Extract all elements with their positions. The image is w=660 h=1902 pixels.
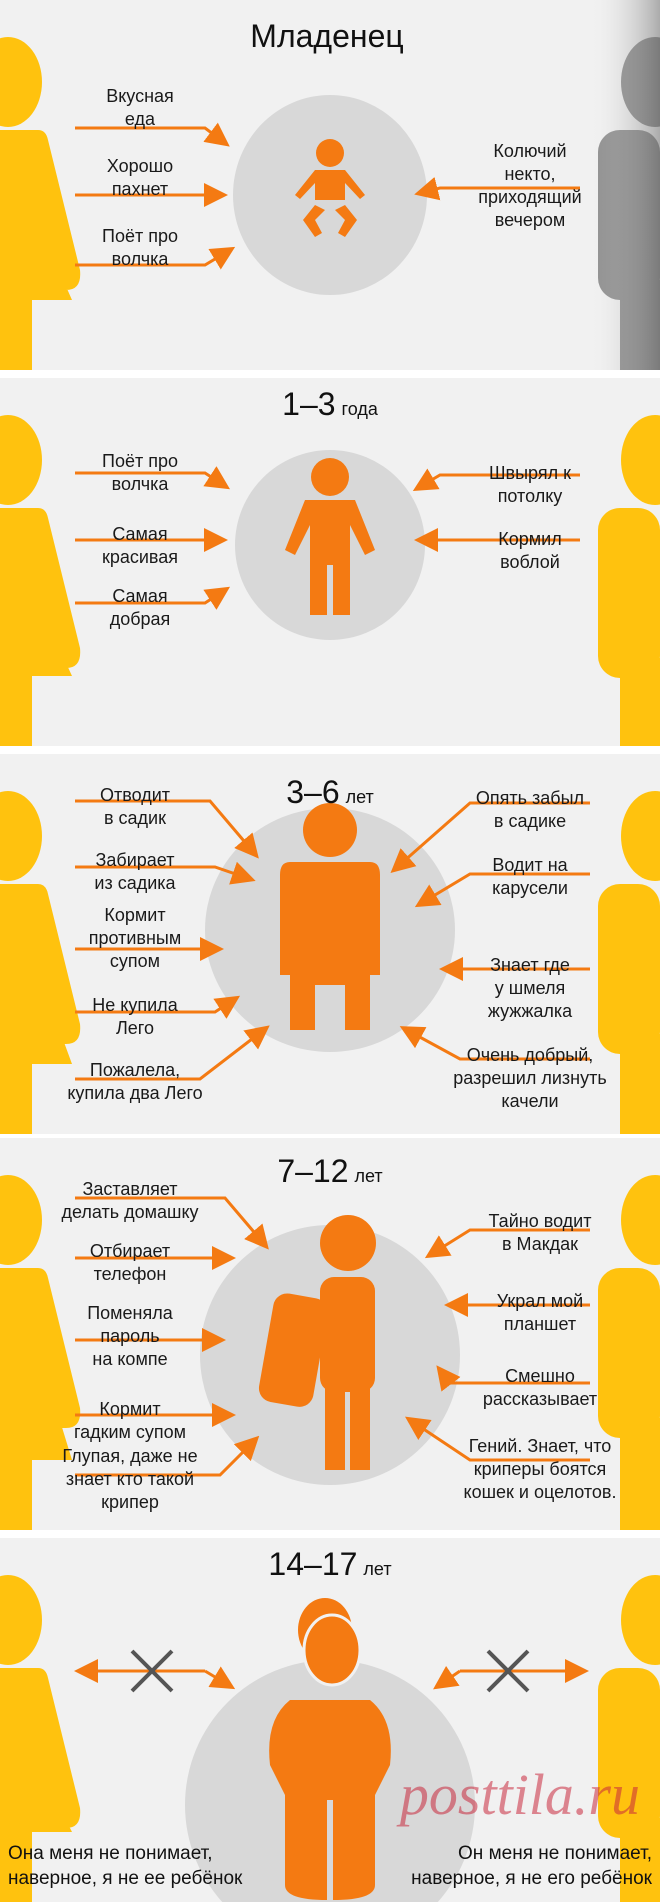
mother-figure <box>0 415 81 746</box>
mother-label: Кормит противным супом <box>88 905 182 971</box>
arrow <box>436 1365 590 1392</box>
mother-figure <box>0 1175 81 1530</box>
panel-graphics <box>0 791 660 1134</box>
shadow-overlay <box>590 0 660 370</box>
father-label: Водит на карусели <box>492 855 568 898</box>
title-main: 3–6 <box>286 774 340 810</box>
arrow <box>412 468 580 492</box>
mother-label: Самая красивая <box>101 524 179 567</box>
child-icon <box>280 803 380 1030</box>
title-suffix: года <box>341 399 378 419</box>
father-label: Знает где у шмеля жужжалка <box>487 955 573 1021</box>
father-figure <box>598 1175 660 1530</box>
arrow <box>414 872 590 908</box>
mother-figure <box>0 1575 81 1902</box>
mother-label: Пожалела, купила два Лего <box>67 1060 203 1103</box>
arrow <box>75 122 230 147</box>
father-label: Кормил воблой <box>498 529 562 572</box>
baby-icon <box>295 139 365 237</box>
arrow <box>75 861 256 885</box>
teenager-icon <box>269 1598 391 1900</box>
mother-label: Хорошо пахнет <box>106 156 174 199</box>
mother-label: Глупая, даже не знает кто такой крипер <box>62 1446 198 1512</box>
cross-icon <box>130 1649 174 1693</box>
title-main: 14–17 <box>268 1546 358 1582</box>
father-figure <box>598 1575 660 1902</box>
cross-icon <box>486 1649 530 1693</box>
panel-graphics <box>0 0 660 370</box>
title-main: Младенец <box>250 18 404 54</box>
arrow <box>204 1666 236 1690</box>
panel-graphics <box>0 1175 660 1530</box>
father-label: Очень добрый, разрешил лизнуть качели <box>453 1045 607 1111</box>
mother-label: Поёт про волчка <box>102 451 178 494</box>
schoolchild-with-backpack-icon <box>258 1215 376 1470</box>
mother-label: Не купила Лего <box>92 995 178 1038</box>
watermark: posttila.ru <box>399 1762 640 1827</box>
arrow <box>75 246 236 270</box>
arrow <box>433 1665 461 1690</box>
arrow <box>399 1026 590 1061</box>
arrow <box>414 176 580 201</box>
mother-label: Забирает из садика <box>94 850 176 893</box>
arrow <box>75 1435 260 1477</box>
title-suffix: лет <box>363 1559 392 1579</box>
mother-figure <box>0 37 81 370</box>
father-label: Тайно водит в Макдак <box>488 1211 592 1254</box>
mother-label: Вкусная еда <box>106 86 174 129</box>
father-bottom-text: Он меня не понимает, наверное, я не его … <box>411 1843 652 1889</box>
title-suffix: лет <box>354 1166 383 1186</box>
mother-label: Отбирает телефон <box>89 1241 171 1284</box>
arrow <box>75 1196 269 1250</box>
father-label: Смешно рассказывает <box>482 1366 598 1409</box>
title-suffix: лет <box>345 787 374 807</box>
arrow <box>424 1228 590 1259</box>
toddler-icon <box>285 458 375 615</box>
mother-label: Поёт про волчка <box>102 226 178 269</box>
arrow <box>390 801 590 873</box>
mother-bottom-text: Она меня не понимает, наверное, я не ее … <box>8 1843 243 1889</box>
father-label: Швырял к потолку <box>489 463 571 506</box>
title-main: 1–3 <box>282 386 336 422</box>
father-label: Украл мой планшет <box>496 1291 584 1334</box>
arrow <box>75 466 231 490</box>
father-label: Гений. Знает, что криперы боятся кошек и… <box>463 1436 617 1502</box>
panel-graphics <box>0 415 660 746</box>
arrow <box>75 586 231 610</box>
father-label: Опять забыл в садике <box>475 788 585 831</box>
arrow <box>75 799 259 859</box>
arrow <box>75 995 241 1019</box>
mother-label: Кормит гадким супом <box>73 1399 187 1442</box>
arrow <box>75 1025 270 1081</box>
mother-label: Отводит в садик <box>99 785 171 828</box>
mother-label: Заставляет делать домашку <box>61 1179 199 1222</box>
arrow <box>405 1416 590 1462</box>
father-label: Колючий некто, приходящий вечером <box>478 141 582 230</box>
father-figure <box>598 791 660 1134</box>
mother-figure <box>0 791 81 1134</box>
mother-label: Самая добрая <box>109 586 171 629</box>
mother-label: Поменяла пароль на компе <box>87 1303 173 1369</box>
panel-title: Младенец <box>0 18 660 55</box>
title-main: 7–12 <box>277 1153 349 1189</box>
panel-graphics <box>0 1575 660 1902</box>
father-figure <box>598 415 660 746</box>
